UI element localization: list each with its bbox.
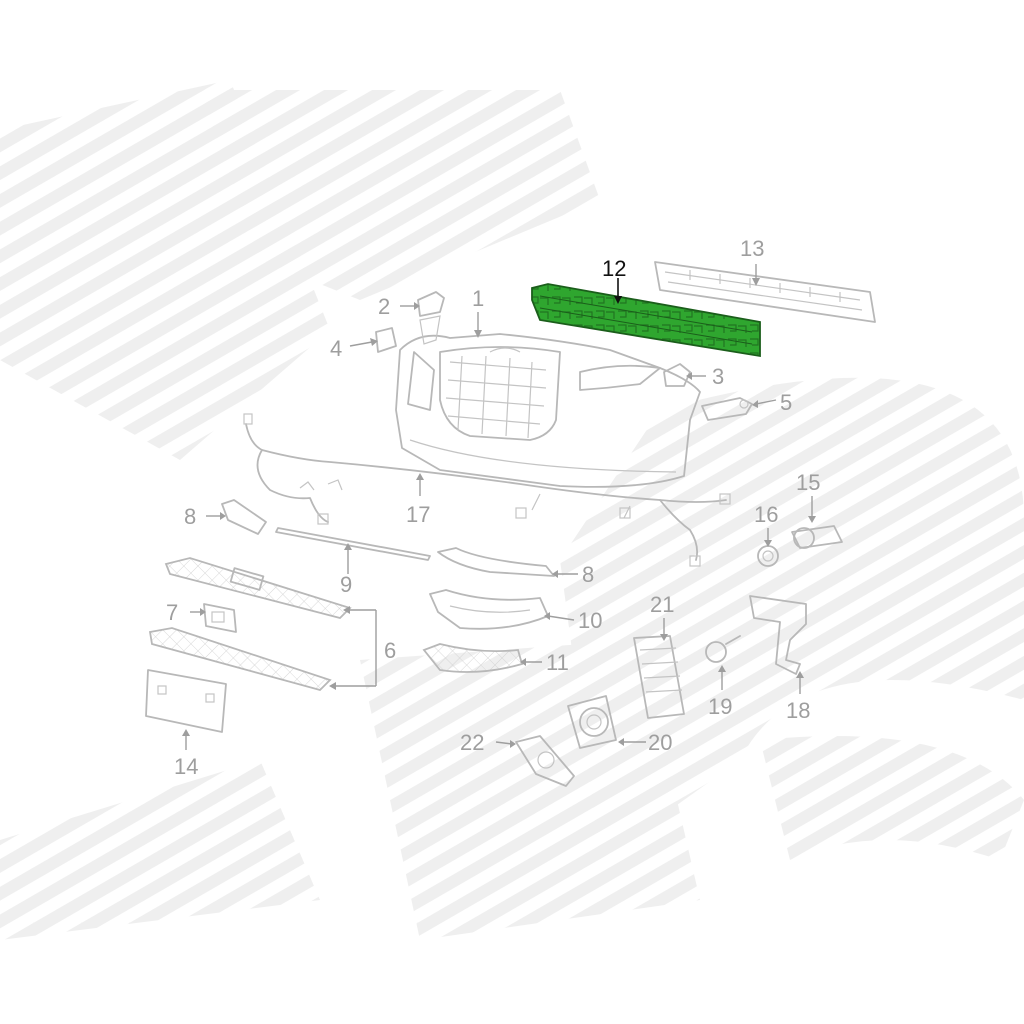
part-18-bracket: [749, 595, 807, 675]
callout-8-left[interactable]: 8: [184, 504, 196, 529]
part-14-license-bracket: [145, 669, 227, 733]
callout-21[interactable]: 21: [650, 592, 674, 617]
callout-4[interactable]: 4: [330, 336, 342, 361]
part-20-fog-lamp: [567, 695, 617, 749]
callout-18[interactable]: 18: [786, 698, 810, 723]
callout-6[interactable]: 6: [384, 638, 396, 663]
part-2-bracket: [417, 291, 445, 317]
callout-5[interactable]: 5: [780, 390, 792, 415]
part-22-bezel: [515, 735, 575, 787]
part-5-bracket: [701, 397, 753, 421]
callout-8-right[interactable]: 8: [582, 562, 594, 587]
callout-10[interactable]: 10: [578, 608, 602, 633]
callout-2[interactable]: 2: [378, 294, 390, 319]
callout-20[interactable]: 20: [648, 730, 672, 755]
part-13-reinforcement: [654, 261, 876, 323]
callout-11[interactable]: 11: [546, 650, 569, 675]
callout-14[interactable]: 14: [174, 754, 198, 779]
part-1-fascia: [395, 315, 701, 488]
callout-12[interactable]: 12: [602, 256, 626, 281]
callout-9[interactable]: 9: [340, 572, 352, 597]
callout-15[interactable]: 15: [796, 470, 820, 495]
part-7-mount: [203, 603, 237, 633]
part-6-grille-lower: [148, 627, 332, 692]
part-9-molding: [275, 527, 431, 561]
part-6-grille-upper: [164, 557, 352, 620]
part-19-clip: [705, 635, 741, 663]
callout-17[interactable]: 17: [406, 502, 430, 527]
callout-13[interactable]: 13: [740, 236, 764, 261]
part-21-support: [633, 635, 685, 719]
callout-1[interactable]: 1: [472, 286, 484, 311]
callout-16[interactable]: 16: [754, 502, 778, 527]
part-8-bezel-left: [221, 499, 267, 535]
part-10-bezel: [429, 589, 549, 630]
callouts: 1 2 4 3 5 13 12 17 8 9 8 10 11 7 6 14 15…: [166, 236, 820, 779]
part-4-bracket: [375, 327, 397, 353]
callout-19[interactable]: 19: [708, 694, 732, 719]
part-3-bracket: [663, 363, 691, 387]
part-17-harness: [243, 413, 731, 567]
part-12-absorber: [531, 283, 761, 358]
part-11-insert: [422, 643, 524, 673]
callout-22[interactable]: 22: [460, 730, 484, 755]
watermark: [0, 80, 1024, 940]
callout-3[interactable]: 3: [712, 364, 724, 389]
leader-lines: [182, 264, 816, 750]
part-15-sensor: [791, 525, 843, 549]
callout-7[interactable]: 7: [166, 600, 178, 625]
part-8-bezel-right: [437, 547, 555, 577]
